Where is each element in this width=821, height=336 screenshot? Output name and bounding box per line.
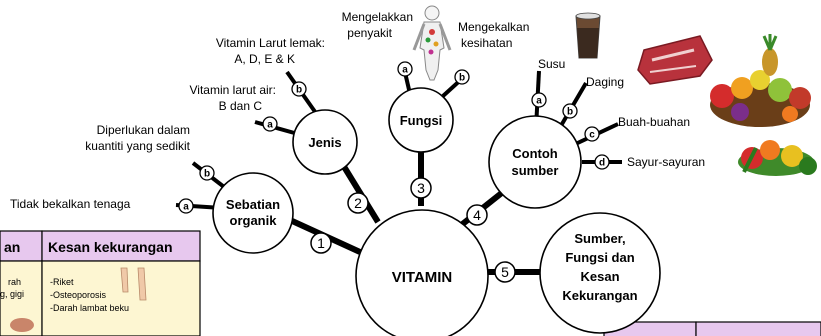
contoh-circle	[489, 116, 581, 208]
table-left-line-2: g, gigi	[0, 289, 24, 299]
fungsi-b-label-1: Mengekalkan	[458, 20, 529, 34]
fungsi-a-label-2: penyakit	[347, 26, 392, 40]
contoh-b-label: Daging	[586, 75, 624, 89]
contoh-label-1: Contoh	[512, 146, 558, 161]
kesan-label-2: Fungsi dan	[565, 250, 634, 265]
jenis-b-label-2: A, D, E & K	[234, 52, 295, 66]
sebatian-badge-a-text: a	[183, 202, 189, 213]
number-5: 5	[501, 264, 509, 280]
milk-glass-icon	[576, 13, 600, 58]
kesan-item-3: -Darah lambat beku	[50, 303, 129, 313]
fungsi-b-label-2: kesihatan	[461, 36, 512, 50]
number-1: 1	[317, 235, 325, 251]
partial-table-right	[604, 322, 821, 336]
contoh-badge-c-text: c	[589, 130, 595, 141]
deficiency-table: an Kesan kekurangan rah g, gigi -Riket -…	[0, 231, 200, 336]
contoh-c-label: Buah-buahan	[618, 115, 690, 129]
sebatian-badge-b-text: b	[204, 169, 210, 180]
fungsi-label: Fungsi	[400, 113, 443, 128]
kesan-label-4: Kekurangan	[562, 288, 637, 303]
number-4: 4	[473, 207, 481, 223]
sebatian-b-label-2: kuantiti yang sedikit	[85, 139, 190, 153]
fungsi-badge-a-text: a	[402, 65, 408, 76]
number-3: 3	[417, 180, 425, 196]
center-label: VITAMIN	[392, 269, 453, 286]
contoh-label-2: sumber	[512, 163, 559, 178]
jenis-a-label-1: Vitamin larut air:	[190, 83, 276, 97]
fungsi-a-label-1: Mengelakkan	[342, 10, 413, 24]
jenis-b-label-1: Vitamin Larut lemak:	[216, 36, 325, 50]
sebatian-b-label-1: Diperlukan dalam	[97, 123, 190, 137]
fruit-basket-icon	[710, 34, 811, 127]
jenis-label: Jenis	[308, 135, 341, 150]
jenis-badge-b-text: b	[296, 85, 302, 96]
kesan-item-1: -Riket	[50, 277, 74, 287]
bone-image-icon	[10, 318, 34, 332]
jenis-badge-a-text: a	[267, 120, 273, 131]
human-body-icon	[414, 6, 450, 80]
vegetables-icon	[738, 140, 817, 176]
sebatian-label-2: organik	[230, 213, 278, 228]
contoh-a-label: Susu	[538, 57, 565, 71]
contoh-badge-b-text: b	[567, 107, 573, 118]
table-left-line-1: rah	[8, 277, 21, 287]
meat-steak-icon	[638, 36, 712, 84]
kesan-label-3: Kesan	[580, 269, 619, 284]
contoh-badge-d-text: d	[599, 158, 605, 169]
contoh-d-label: Sayur-sayuran	[627, 155, 705, 169]
table-header-kesan: Kesan kekurangan	[48, 239, 173, 255]
kesan-label-1: Sumber,	[574, 231, 625, 246]
jenis-a-label-2: B dan C	[219, 99, 263, 113]
sebatian-a-label: Tidak bekalkan tenaga	[10, 197, 131, 211]
sebatian-label-1: Sebatian	[226, 197, 280, 212]
kesan-item-2: -Osteoporosis	[50, 290, 107, 300]
number-2: 2	[354, 195, 362, 211]
table-header-partial: an	[4, 239, 20, 255]
fungsi-badge-b-text: b	[459, 73, 465, 84]
contoh-badge-a-text: a	[536, 96, 542, 107]
